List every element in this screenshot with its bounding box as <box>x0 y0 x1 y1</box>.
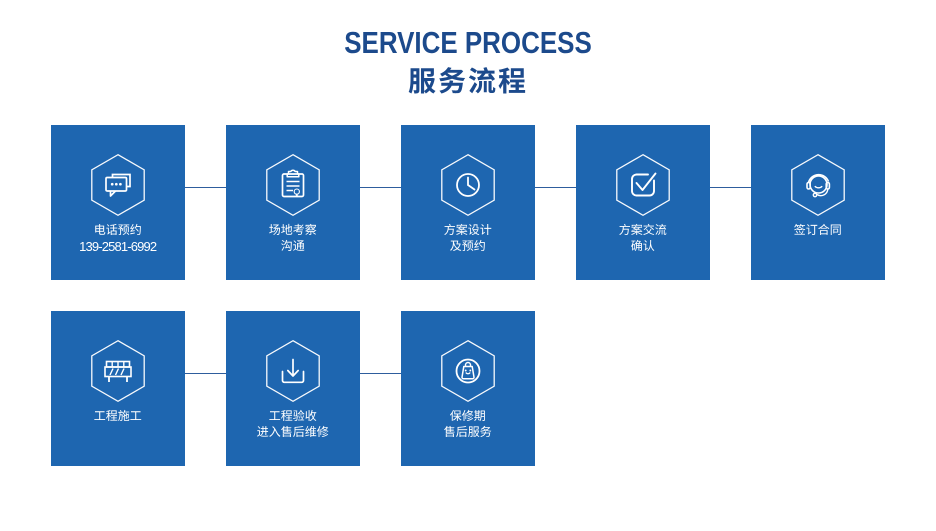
step-card-7: 工程验收 进入售后维修 <box>226 311 360 466</box>
hexagon-outline <box>440 339 495 403</box>
page-title: SERVICE PROCESS <box>344 25 592 60</box>
hexagon-outline <box>615 153 670 217</box>
hexagon-outline <box>265 339 320 403</box>
clock-icon <box>440 153 496 217</box>
step-label-line: 沟通 <box>280 236 305 254</box>
headset-icon <box>790 153 846 217</box>
step-label: 签订合同 <box>751 220 885 238</box>
hexagon-badge <box>265 339 320 403</box>
connector-line <box>534 186 576 188</box>
step-label: 工程验收 进入售后维修 <box>226 406 360 440</box>
connector-line <box>709 186 751 188</box>
step-label: 电话预约 139-2581-6992 <box>51 220 185 255</box>
hexagon-badge <box>790 153 845 217</box>
step-label-line: 工程验收 <box>268 406 317 424</box>
checkbox-icon <box>615 153 671 217</box>
phone-number: 139-2581-6992 <box>79 235 157 255</box>
step-label: 保修期 售后服务 <box>401 406 535 440</box>
step-card-5: 签订合同 <box>751 125 885 280</box>
step-card-1: 电话预约 139-2581-6992 <box>51 125 185 280</box>
chat-bubbles-icon <box>90 153 146 217</box>
connector-line <box>359 186 401 188</box>
step-label: 方案设计 及预约 <box>401 220 535 254</box>
step-card-4: 方案交流 确认 <box>576 125 710 280</box>
step-label: 方案交流 确认 <box>576 220 710 254</box>
hexagon-outline <box>90 153 145 217</box>
step-label-line: 方案设计 <box>443 220 492 238</box>
step-card-3: 方案设计 及预约 <box>401 125 535 280</box>
step-label-line: 工程施工 <box>93 406 142 424</box>
step-label-line: 确认 <box>630 236 655 254</box>
hexagon-badge <box>265 153 320 217</box>
page-subtitle: 服务流程 <box>407 60 528 100</box>
hexagon-badge <box>440 339 495 403</box>
hexagon-badge <box>90 339 145 403</box>
download-tray-icon <box>265 339 321 403</box>
step-label-line: 售后服务 <box>443 422 492 440</box>
step-label-line: 进入售后维修 <box>256 422 329 440</box>
hexagon-badge <box>440 153 495 217</box>
connector-line <box>359 372 401 374</box>
step-card-6: 工程施工 <box>51 311 185 466</box>
barrier-icon <box>90 339 146 403</box>
hexagon-outline <box>90 339 145 403</box>
hexagon-badge <box>90 153 145 217</box>
step-label-line: 及预约 <box>449 236 486 254</box>
hexagon-badge <box>615 153 670 217</box>
hexagon-outline <box>790 153 845 217</box>
connector-line <box>184 372 226 374</box>
bag-smile-icon <box>440 339 496 403</box>
step-label-line: 保修期 <box>449 406 486 424</box>
step-label-line: 电话预约 <box>93 220 142 238</box>
step-label: 工程施工 <box>51 406 185 424</box>
step-label: 场地考察 沟通 <box>226 220 360 254</box>
clipboard-icon <box>265 153 321 217</box>
connector-line <box>184 186 226 188</box>
step-label-line: 场地考察 <box>268 220 317 238</box>
step-label-line: 方案交流 <box>618 220 667 238</box>
step-card-8: 保修期 售后服务 <box>401 311 535 466</box>
step-label-line: 签订合同 <box>793 220 842 238</box>
hexagon-outline <box>440 153 495 217</box>
step-card-2: 场地考察 沟通 <box>226 125 360 280</box>
hexagon-outline <box>265 153 320 217</box>
